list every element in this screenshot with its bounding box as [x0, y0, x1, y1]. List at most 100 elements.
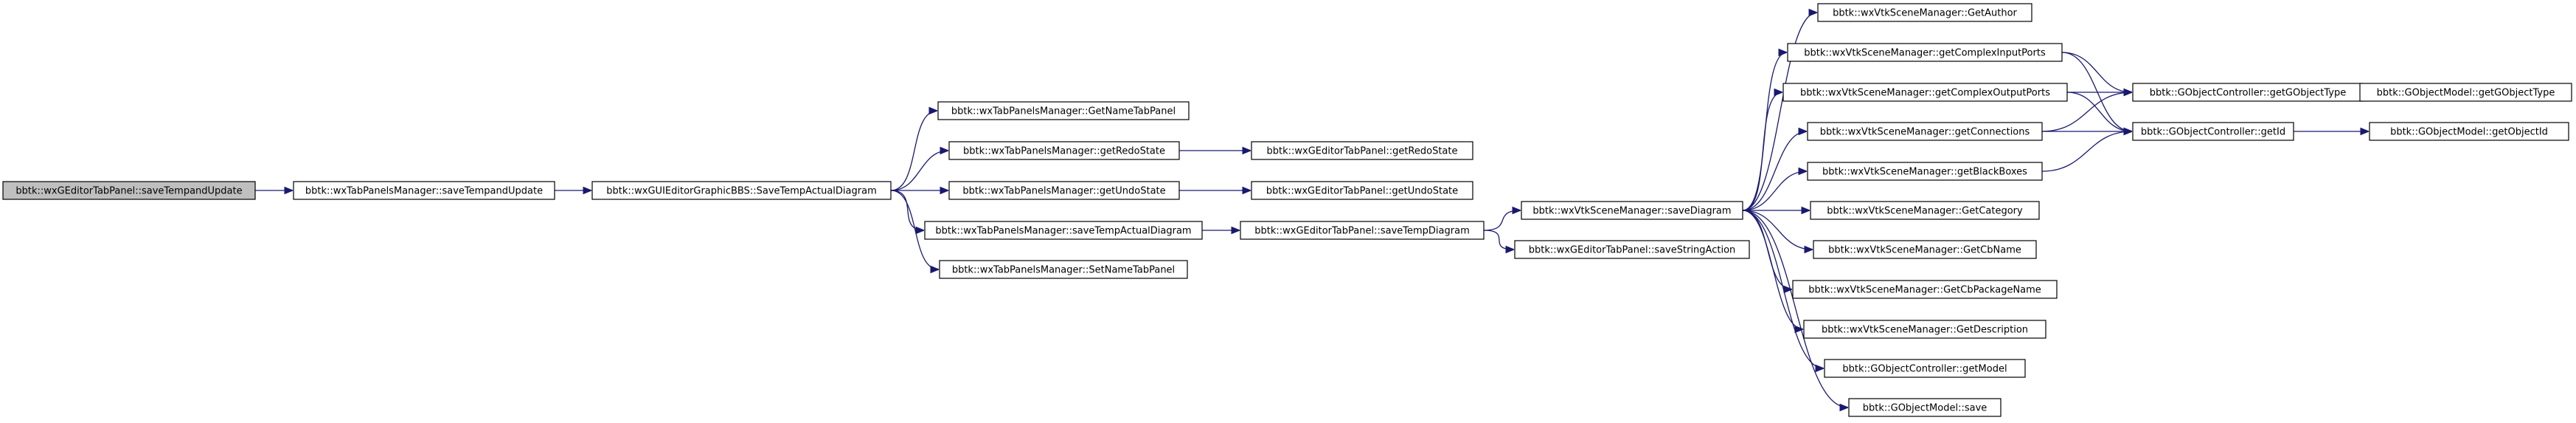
node-bbtk-gobjectmodel-getgobjecttype[interactable]: bbtk::GObjectModel::getGObjectType — [2359, 83, 2572, 102]
node-box[interactable] — [1824, 359, 2026, 378]
edge-n15-to-n25 — [2066, 92, 2132, 131]
edge-n11-to-n23 — [1742, 210, 1848, 407]
edge-n2-to-n3 — [890, 111, 938, 191]
node-box[interactable] — [2132, 83, 2364, 102]
edge-n11-to-n15 — [1742, 92, 1783, 211]
edge-n11-to-n13 — [1742, 13, 1817, 211]
node-label: bbtk::GObjectController::getModel — [1842, 364, 2007, 375]
node-box[interactable] — [2132, 122, 2294, 141]
node-box[interactable] — [1848, 398, 2002, 417]
node-box[interactable] — [293, 181, 555, 200]
node-box[interactable] — [1521, 201, 1743, 220]
node-label: bbtk::wxTabPanelsManager::getRedoState — [963, 146, 1165, 157]
node-box[interactable] — [1807, 122, 2043, 141]
edge-n17-to-n25 — [2041, 131, 2132, 172]
edge-n10-to-n12 — [1483, 230, 1514, 250]
node-box[interactable] — [937, 101, 1190, 120]
node-bbtk-wxgeditortabpanel-savetempdiagram[interactable]: bbtk::wxGEditorTabPanel::saveTempDiagram — [1240, 221, 1485, 240]
node-label: bbtk::wxVtkSceneManager::GetDescription — [1822, 325, 2028, 336]
node-bbtk-wxvtkscenemanager-getcbname[interactable]: bbtk::wxVtkSceneManager::GetCbName — [1813, 240, 2037, 259]
node-box[interactable] — [1792, 280, 2058, 299]
node-bbtk-wxtabpanelsmanager-getundostate[interactable]: bbtk::wxTabPanelsManager::getUndoState — [948, 181, 1180, 200]
node-label: bbtk::wxVtkSceneManager::GetCbPackageNam… — [1808, 285, 2041, 296]
node-box[interactable] — [1803, 320, 2046, 339]
node-box[interactable] — [948, 141, 1180, 160]
node-label: bbtk::wxGEditorTabPanel::saveTempDiagram — [1254, 226, 1470, 237]
node-label: bbtk::wxGEditorTabPanel::saveTempandUpda… — [15, 186, 242, 197]
node-box[interactable] — [1240, 221, 1485, 240]
node-bbtk-wxvtkscenemanager-getblackboxes[interactable]: bbtk::wxVtkSceneManager::getBlackBoxes — [1807, 162, 2043, 181]
node-box[interactable] — [1251, 141, 1473, 160]
node-bbtk-wxtabpanelsmanager-setnametabpanel[interactable]: bbtk::wxTabPanelsManager::SetNameTabPane… — [939, 260, 1188, 279]
edge-n11-to-n19 — [1742, 210, 1813, 250]
node-bbtk-wxtabpanelsmanager-getnametabpanel[interactable]: bbtk::wxTabPanelsManager::GetNameTabPane… — [937, 101, 1190, 120]
node-bbtk-gobjectcontroller-getmodel[interactable]: bbtk::GObjectController::getModel — [1824, 359, 2026, 378]
node-box[interactable] — [1514, 240, 1750, 259]
node-box[interactable] — [939, 260, 1188, 279]
node-label: bbtk::wxTabPanelsManager::saveTempandUpd… — [305, 186, 543, 197]
node-label: bbtk::wxTabPanelsManager::GetNameTabPane… — [951, 106, 1176, 117]
node-box[interactable] — [591, 181, 892, 200]
edge-n2-to-n7 — [890, 190, 939, 269]
node-box[interactable] — [1807, 162, 2043, 181]
node-label: bbtk::wxVtkSceneManager::GetCategory — [1827, 206, 2023, 217]
node-bbtk-gobjectcontroller-getgobjecttype[interactable]: bbtk::GObjectController::getGObjectType — [2132, 83, 2364, 102]
node-bbtk-wxvtkscenemanager-savediagram[interactable]: bbtk::wxVtkSceneManager::saveDiagram — [1521, 201, 1743, 220]
node-bbtk-wxgeditortabpanel-savestringaction[interactable]: bbtk::wxGEditorTabPanel::saveStringActio… — [1514, 240, 1750, 259]
node-bbtk-wxgeditortabpanel-getredostate[interactable]: bbtk::wxGEditorTabPanel::getRedoState — [1251, 141, 1473, 160]
edge-n11-to-n17 — [1742, 171, 1807, 211]
node-label: bbtk::wxTabPanelsManager::getUndoState — [962, 186, 1165, 197]
node-bbtk-wxtabpanelsmanager-getredostate[interactable]: bbtk::wxTabPanelsManager::getRedoState — [948, 141, 1180, 160]
node-bbtk-wxvtkscenemanager-getcbpackagename[interactable]: bbtk::wxVtkSceneManager::GetCbPackageNam… — [1792, 280, 2058, 299]
node-bbtk-wxvtkscenemanager-getdescription[interactable]: bbtk::wxVtkSceneManager::GetDescription — [1803, 320, 2046, 339]
node-bbtk-wxvtkscenemanager-getcategory[interactable]: bbtk::wxVtkSceneManager::GetCategory — [1810, 201, 2040, 220]
node-label: bbtk::wxGEditorTabPanel::getRedoState — [1266, 146, 1457, 157]
node-bbtk-wxguieditorgraphicbbs-savetempactualdiagram[interactable]: bbtk::wxGUIEditorGraphicBBS::SaveTempAct… — [591, 181, 892, 200]
edge-n2-to-n4 — [890, 151, 948, 191]
node-box[interactable] — [924, 221, 1203, 240]
edge-n11-to-n16 — [1742, 131, 1807, 211]
node-bbtk-wxvtkscenemanager-getconnections[interactable]: bbtk::wxVtkSceneManager::getConnections — [1807, 122, 2043, 141]
node-label: bbtk::wxGEditorTabPanel::saveStringActio… — [1529, 245, 1736, 256]
node-label: bbtk::GObjectModel::save — [1863, 403, 1987, 414]
edge-n14-to-n24 — [2061, 52, 2132, 92]
node-bbtk-wxvtkscenemanager-getcomplexinputports[interactable]: bbtk::wxVtkSceneManager::getComplexInput… — [1787, 43, 2063, 62]
node-label: bbtk::GObjectModel::getGObjectType — [2377, 88, 2555, 99]
node-bbtk-wxgeditortabpanel-savetempandupdate[interactable]: bbtk::wxGEditorTabPanel::saveTempandUpda… — [2, 181, 256, 200]
node-bbtk-gobjectmodel-getobjectid[interactable]: bbtk::GObjectModel::getObjectId — [2369, 122, 2569, 141]
node-label: bbtk::wxVtkSceneManager::getComplexInput… — [1804, 48, 2046, 59]
node-bbtk-gobjectmodel-save[interactable]: bbtk::GObjectModel::save — [1848, 398, 2002, 417]
node-label: bbtk::wxGEditorTabPanel::getUndoState — [1266, 186, 1458, 197]
node-box[interactable] — [1782, 83, 2068, 102]
edge-n11-to-n22 — [1742, 210, 1824, 368]
node-box[interactable] — [1813, 240, 2037, 259]
edge-n2-to-n6 — [890, 190, 924, 230]
node-box[interactable] — [1817, 3, 2032, 22]
node-label: bbtk::wxTabPanelsManager::saveTempActual… — [935, 226, 1191, 237]
node-label: bbtk::GObjectController::getGObjectType — [2150, 88, 2346, 99]
node-box[interactable] — [1810, 201, 2040, 220]
node-label: bbtk::GObjectModel::getObjectId — [2390, 127, 2548, 138]
edge-n11-to-n21 — [1742, 210, 1804, 329]
node-label: bbtk::wxVtkSceneManager::saveDiagram — [1532, 206, 1731, 217]
nodes-layer: bbtk::wxGEditorTabPanel::saveTempandUpda… — [2, 3, 2572, 417]
node-box[interactable] — [1251, 181, 1473, 200]
node-label: bbtk::GObjectController::getId — [2141, 127, 2285, 138]
node-box[interactable] — [2359, 83, 2572, 102]
node-bbtk-wxtabpanelsmanager-savetempandupdate[interactable]: bbtk::wxTabPanelsManager::saveTempandUpd… — [293, 181, 555, 200]
node-bbtk-wxvtkscenemanager-getauthor[interactable]: bbtk::wxVtkSceneManager::GetAuthor — [1817, 3, 2032, 22]
node-box[interactable] — [2369, 122, 2569, 141]
node-label: bbtk::wxVtkSceneManager::getConnections — [1820, 127, 2030, 138]
node-label: bbtk::wxVtkSceneManager::getBlackBoxes — [1822, 167, 2027, 178]
node-bbtk-wxgeditortabpanel-getundostate[interactable]: bbtk::wxGEditorTabPanel::getUndoState — [1251, 181, 1473, 200]
node-box[interactable] — [1787, 43, 2063, 62]
node-bbtk-wxtabpanelsmanager-savetempactualdiagram[interactable]: bbtk::wxTabPanelsManager::saveTempActual… — [924, 221, 1203, 240]
node-label: bbtk::wxVtkSceneManager::GetAuthor — [1833, 8, 2017, 19]
node-bbtk-gobjectcontroller-getid[interactable]: bbtk::GObjectController::getId — [2132, 122, 2294, 141]
node-box[interactable] — [2, 181, 256, 200]
node-bbtk-wxvtkscenemanager-getcomplexoutputports[interactable]: bbtk::wxVtkSceneManager::getComplexOutpu… — [1782, 83, 2068, 102]
node-label: bbtk::wxGUIEditorGraphicBBS::SaveTempAct… — [606, 186, 876, 197]
node-box[interactable] — [948, 181, 1180, 200]
edge-n16-to-n24 — [2041, 92, 2132, 132]
